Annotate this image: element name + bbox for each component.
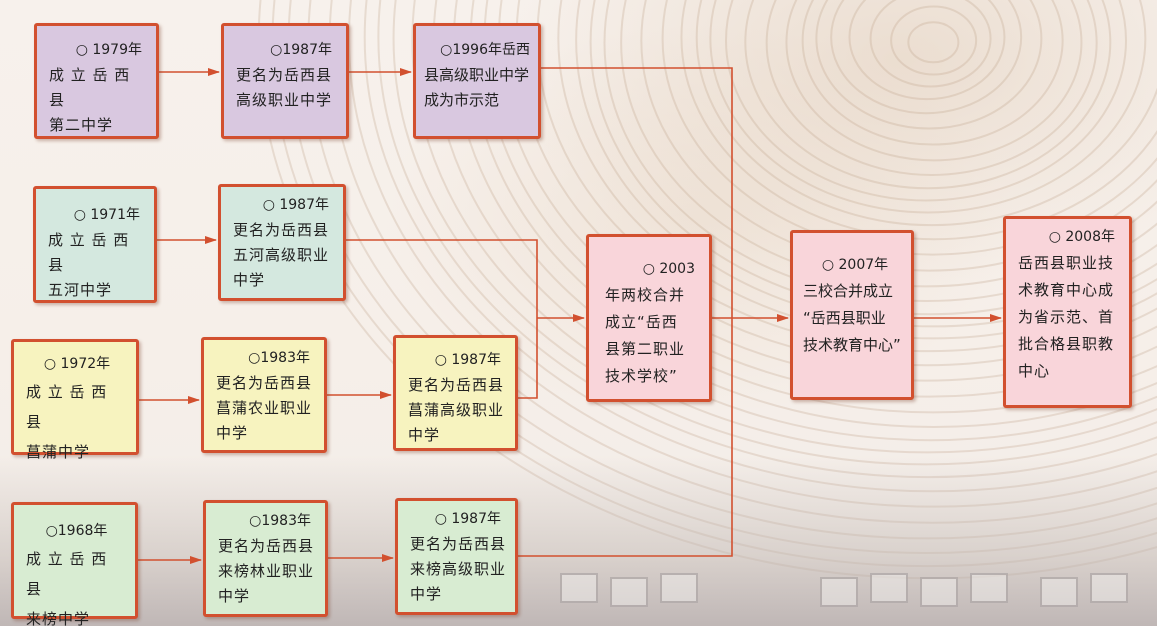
building-window [970, 573, 1008, 603]
tree-ring [890, 5, 978, 76]
node-text: 更名为岳西县 来榜林业职业 中学 [218, 537, 315, 605]
node-year: ○ 1987年 [434, 352, 501, 368]
tree-ring [765, 0, 1098, 176]
node-year: ○1983年 [249, 513, 311, 529]
node-1996-city-model-school: ○1996年岳西 县高级职业中学 成为市示范 [413, 23, 541, 139]
tree-ring [411, 0, 1157, 454]
node-year: ○1968年 [45, 523, 108, 539]
node-year: ○ 2008年 [1048, 229, 1115, 245]
tree-ring [744, 0, 1112, 190]
node-text: 成 立 岳 西 县 第二中学 [49, 66, 131, 134]
node-text: 岳西县职业技 术教育中心成 为省示范、首 批合格县职教 中心 [1018, 254, 1115, 380]
node-text: 更名为岳西县 五河高级职业 中学 [233, 221, 330, 289]
tree-ring [603, 0, 1157, 302]
node-text: 更名为岳西县 高级职业中学 [236, 66, 333, 109]
tree-ring [575, 0, 1157, 328]
node-text: 三校合并成立 “岳西县职业 技术教育中心” [803, 282, 901, 354]
tree-ring [620, 0, 1157, 288]
tree-ring [830, 0, 1023, 115]
node-1987-wuhe-vocational-high-school: ○ 1987年 更名为岳西县 五河高级职业 中学 [218, 184, 346, 301]
node-2008-provincial-model-center: ○ 2008年 岳西县职业技 术教育中心成 为省示范、首 批合格县职教 中心 [1003, 216, 1132, 408]
building-window [1040, 577, 1078, 607]
building-window [610, 577, 648, 607]
node-year: ○ 2003 [642, 261, 695, 277]
node-text: 更名为岳西县 来榜高级职业 中学 [410, 535, 507, 603]
tree-ring [869, 0, 992, 88]
tree-ring [661, 0, 1157, 256]
school-building-photo [0, 455, 1157, 626]
node-year: ○1996年岳西 [440, 42, 530, 58]
node-text: 年两校合并 成立“岳西 县第二职业 技术学校” [605, 286, 686, 385]
building-window [920, 577, 958, 607]
tree-ring [640, 0, 1157, 272]
tree-ring [785, 0, 1083, 162]
node-year: ○ 1972年 [43, 356, 111, 372]
building-window [870, 573, 908, 603]
node-year: ○1983年 [248, 350, 310, 366]
node-1983-changpu-agricultural-school: ○1983年 更名为岳西县 菖蒲农业职业 中学 [201, 337, 327, 453]
node-text: 县高级职业中学 成为市示范 [424, 66, 530, 109]
tree-ring [801, 0, 1064, 146]
tree-ring [589, 0, 1157, 316]
node-text: 成 立 岳 西 县 菖蒲中学 [26, 383, 108, 461]
node-year: ○ 2007年 [821, 257, 889, 273]
node-1979-yuexi-no2-middle-school: ○ 1979年 成 立 岳 西 县 第二中学 [34, 23, 159, 139]
tree-ring [695, 0, 1157, 227]
node-2007-vocational-education-center: ○ 2007年 三校合并成立 “岳西县职业 技术教育中心” [790, 230, 914, 400]
building-window [820, 577, 858, 607]
node-2003-second-vocational-school: ○ 2003 年两校合并 成立“岳西 县第二职业 技术学校” [586, 234, 712, 402]
tree-ring [725, 0, 1127, 202]
node-text: 成 立 岳 西 县 五河中学 [48, 231, 130, 299]
node-1987-laibang-vocational-high-school: ○ 1987年 更名为岳西县 来榜高级职业 中学 [395, 498, 518, 615]
node-year: ○ 1987年 [434, 511, 501, 527]
node-year: ○ 1987年 [262, 197, 329, 213]
node-1987-yuexi-vocational-high-school: ○1987年 更名为岳西县 高级职业中学 [221, 23, 349, 139]
node-year: ○ 1979年 [75, 42, 142, 58]
node-year: ○ 1971年 [73, 207, 140, 223]
node-1972-changpu-middle-school: ○ 1972年 成 立 岳 西 县 菖蒲中学 [11, 339, 139, 461]
building-window [560, 573, 598, 603]
node-1983-laibang-forestry-school: ○1983年 更名为岳西县 来榜林业职业 中学 [203, 500, 328, 617]
tree-ring [907, 21, 960, 64]
tree-ring [848, 0, 1006, 101]
tree-ring [557, 0, 1157, 340]
node-text: 更名为岳西县 菖蒲高级职业 中学 [408, 376, 505, 444]
node-1968-laibang-middle-school: ○1968年 成 立 岳 西 县 来榜中学 [11, 502, 138, 628]
node-text: 更名为岳西县 菖蒲农业职业 中学 [216, 374, 313, 442]
node-1987-changpu-vocational-high-school: ○ 1987年 更名为岳西县 菖蒲高级职业 中学 [393, 335, 518, 451]
tree-ring [680, 0, 1157, 241]
node-year: ○1987年 [270, 42, 332, 58]
node-1971-wuhe-middle-school: ○ 1971年 成 立 岳 西 县 五河中学 [33, 186, 157, 303]
building-window [660, 573, 698, 603]
tree-ring [815, 0, 1043, 130]
building-window [1090, 573, 1128, 603]
tree-ring [709, 0, 1147, 214]
node-text: 成 立 岳 西 县 来榜中学 [26, 550, 108, 628]
